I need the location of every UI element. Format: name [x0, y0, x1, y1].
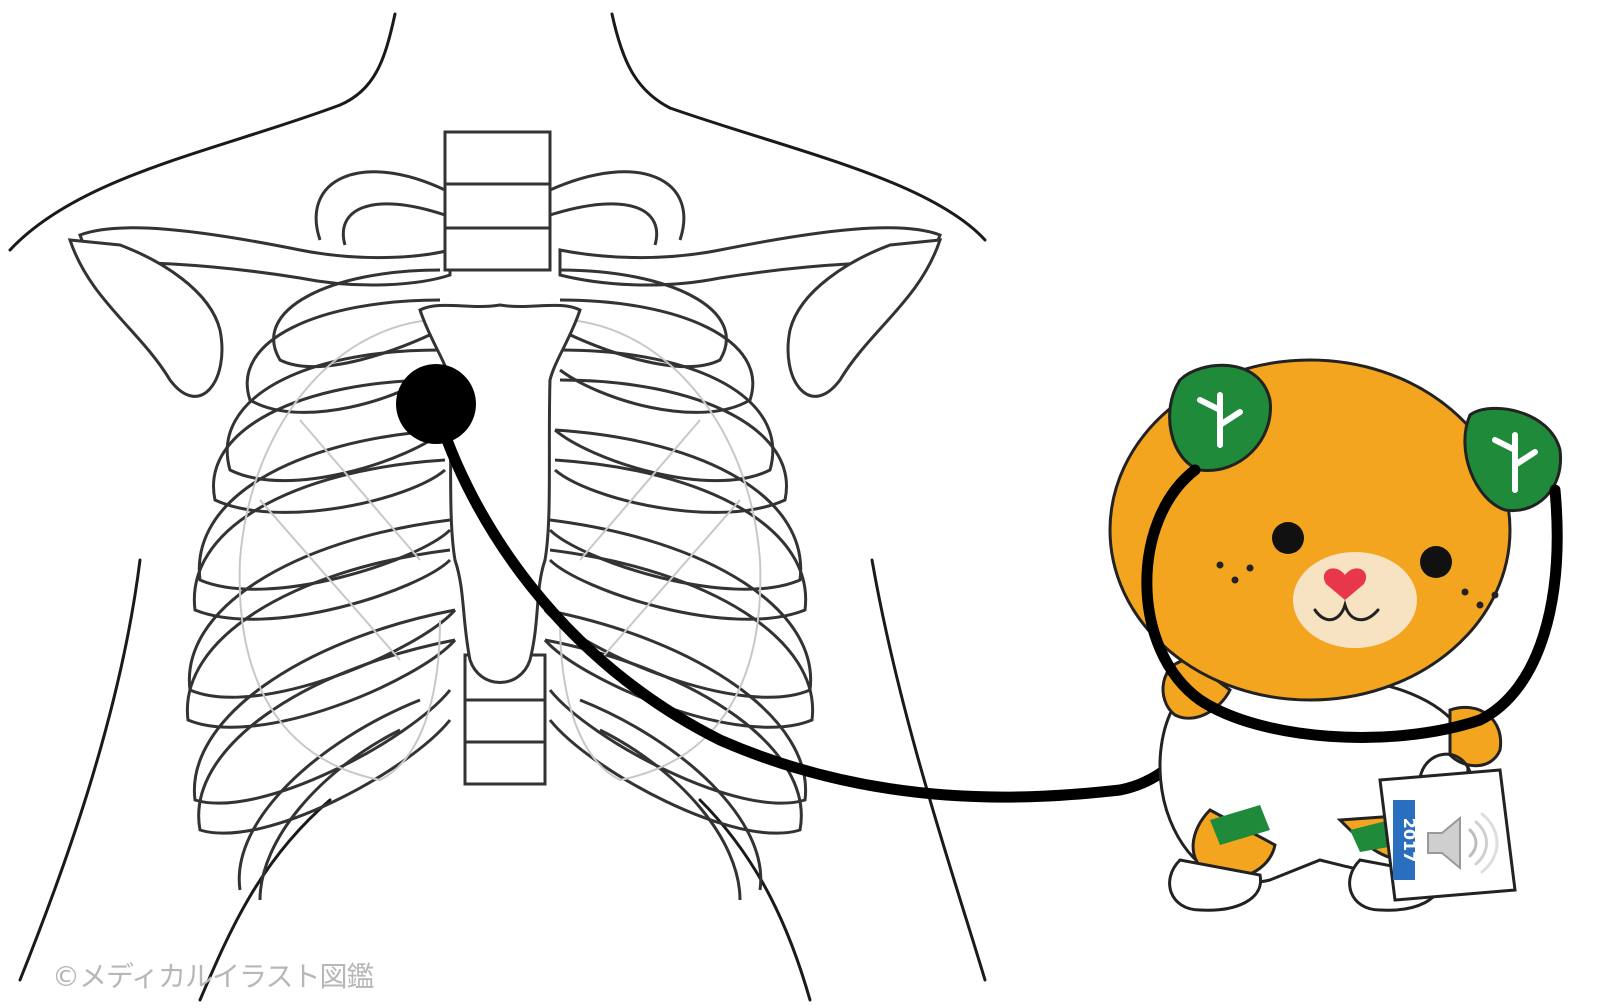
speaker-icon [1420, 808, 1500, 878]
stethoscope-chestpiece [396, 364, 476, 444]
bag-label: 2017 [1400, 818, 1419, 863]
copyright-label: ©メディカルイラスト図鑑 [52, 955, 373, 995]
audio-speaker-button[interactable] [1420, 808, 1500, 878]
mascot-illustration: 2017 [1060, 300, 1606, 980]
